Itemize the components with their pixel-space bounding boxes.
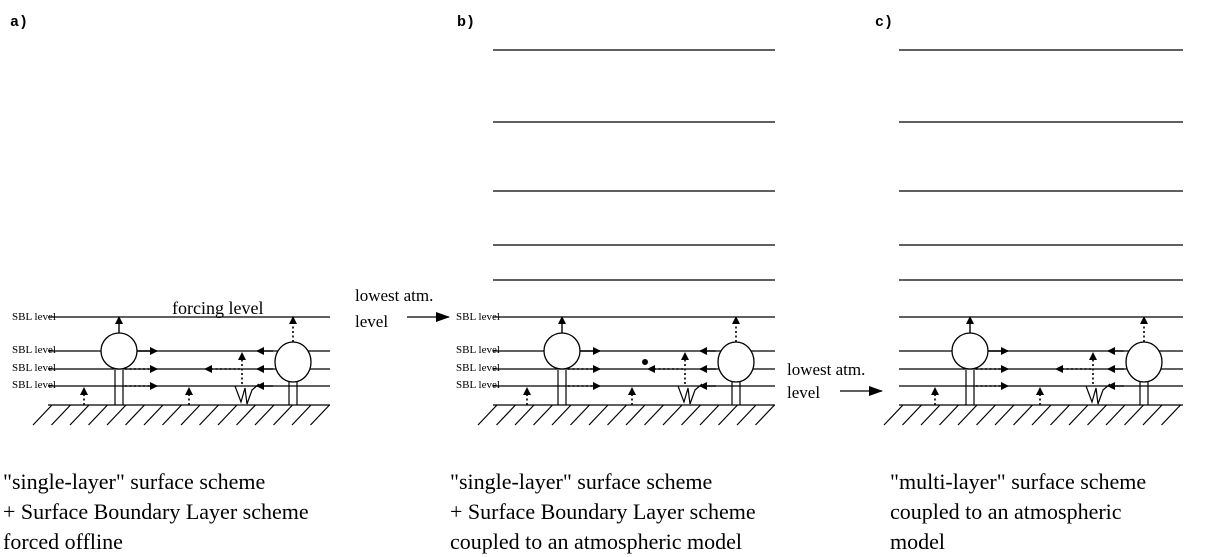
panel-b-ground-hatch (644, 404, 664, 426)
panel-a-ground-hatch (32, 404, 53, 426)
panel-b-tree-crown (717, 341, 755, 383)
panel-a-forcing-label: forcing level (172, 298, 263, 318)
panel-c-ground-hatch (920, 404, 941, 426)
panel-a-caption-line-1: "single-layer" surface scheme (3, 469, 265, 494)
panel-a-ground-hatch (273, 404, 293, 426)
panel-a-heat-flux-zigzag (234, 383, 260, 405)
panel-b-ground-hatch (533, 404, 553, 426)
panel-a-ground-hatch (291, 404, 312, 426)
panel-a-caption-line-2: + Surface Boundary Layer scheme (3, 499, 309, 524)
panel-b-ground-hatch (718, 404, 738, 426)
panel-b-ground-hatch (514, 404, 535, 426)
panel-c-ground-hatch (1013, 404, 1033, 426)
panel-c-caption-line-2: coupled to an atmospheric (890, 499, 1122, 524)
panel-c-ground-hatch (1124, 404, 1144, 426)
panel-a-tree-crown (274, 341, 312, 383)
panel-b-ground-hatch (625, 404, 646, 426)
panel-c-ground-hatch (1105, 404, 1126, 426)
panel-a-ground-hatch (125, 404, 145, 426)
panel-b-sbl-label-1: SBL level (456, 311, 500, 323)
panel-c-tree-crown (1125, 341, 1163, 383)
panel-a-ground-hatch (310, 404, 330, 426)
panel-c-ground-hatch (1161, 404, 1181, 426)
panel-b-ground-hatch (588, 404, 609, 426)
panel-b-caption-line-1: "single-layer" surface scheme (450, 469, 712, 494)
panel-c-ground-hatch (957, 404, 978, 426)
panel-b-ground-hatch (477, 404, 498, 426)
panel-a-sbl-label-4: SBL level (12, 379, 56, 391)
panel-c-ground-hatch (883, 404, 904, 426)
panel-c-diagram (883, 49, 1183, 426)
panel-a-ground-hatch (69, 404, 90, 426)
panel-b-ground-hatch (607, 404, 627, 426)
panel-b-ground-hatch (662, 404, 683, 426)
panel-b-diagram (477, 49, 775, 426)
panel-b-point-marker (642, 359, 648, 365)
panel-c-ground-hatch (1142, 404, 1163, 426)
panel-b-ground-hatch (551, 404, 572, 426)
panel-a-ground-hatch (217, 404, 238, 426)
panel-b-caption-line-2: + Surface Boundary Layer scheme (450, 499, 756, 524)
panel-b-label: b) (457, 14, 475, 31)
panel-b-sbl-label-4: SBL level (456, 379, 500, 391)
panel-c-label: c) (875, 14, 893, 31)
panel-a-sbl-label-3: SBL level (12, 362, 56, 374)
panel-c-ground-hatch (902, 404, 922, 426)
panel-b-ground-hatch (755, 404, 775, 426)
panel-c-ground-hatch (976, 404, 996, 426)
panel-c-ground-hatch (994, 404, 1015, 426)
panel-b-heat-flux-zigzag (677, 383, 703, 405)
panel-b-sbl-label-3: SBL level (456, 362, 500, 374)
panel-c-caption-line-3: model (890, 529, 945, 554)
panel-a-tree-crown (100, 332, 138, 370)
panel-a-ground-hatch (106, 404, 127, 426)
panel-b-ground-hatch (699, 404, 720, 426)
panel-b-sbl-label-2: SBL level (456, 344, 500, 356)
panel-b-pointer-line-1: lowest atm. (355, 286, 433, 305)
panel-c-pointer-line-2: level (787, 383, 820, 402)
panel-a-ground-hatch (199, 404, 219, 426)
panel-b-caption-line-3: coupled to an atmospheric model (450, 529, 742, 554)
panel-a-ground-hatch (254, 404, 275, 426)
panel-a-sbl-label-2: SBL level (12, 344, 56, 356)
panel-c-ground-hatch (1050, 404, 1070, 426)
panel-b-ground-hatch (681, 404, 701, 426)
panel-c-pointer-line-1: lowest atm. (787, 360, 865, 379)
panel-a-ground-hatch (88, 404, 108, 426)
panel-a-ground-hatch (51, 404, 71, 426)
panel-c-ground-hatch (939, 404, 959, 426)
panel-a-ground-hatch (162, 404, 182, 426)
panel-a-ground-hatch (180, 404, 201, 426)
panel-a-ground-hatch (236, 404, 256, 426)
panel-c-ground-hatch (1087, 404, 1107, 426)
panel-a-sbl-label-1: SBL level (12, 311, 56, 323)
panel-b-ground-hatch (570, 404, 590, 426)
panel-b-tree-crown (543, 332, 581, 370)
panel-c-heat-flux-zigzag (1085, 383, 1111, 405)
panel-c-ground-hatch (1068, 404, 1089, 426)
panel-c-tree-crown (951, 332, 989, 370)
panel-b-ground-hatch (496, 404, 516, 426)
panel-a-diagram (32, 316, 330, 426)
panel-b-ground-hatch (736, 404, 757, 426)
panel-b-pointer-line-2: level (355, 312, 388, 331)
panel-a-ground-hatch (143, 404, 164, 426)
panel-c-ground-hatch (1031, 404, 1052, 426)
panel-a-caption-line-3: forced offline (3, 529, 123, 554)
panel-a-label: a) (10, 14, 28, 31)
panel-c-caption-line-1: "multi-layer" surface scheme (890, 469, 1146, 494)
